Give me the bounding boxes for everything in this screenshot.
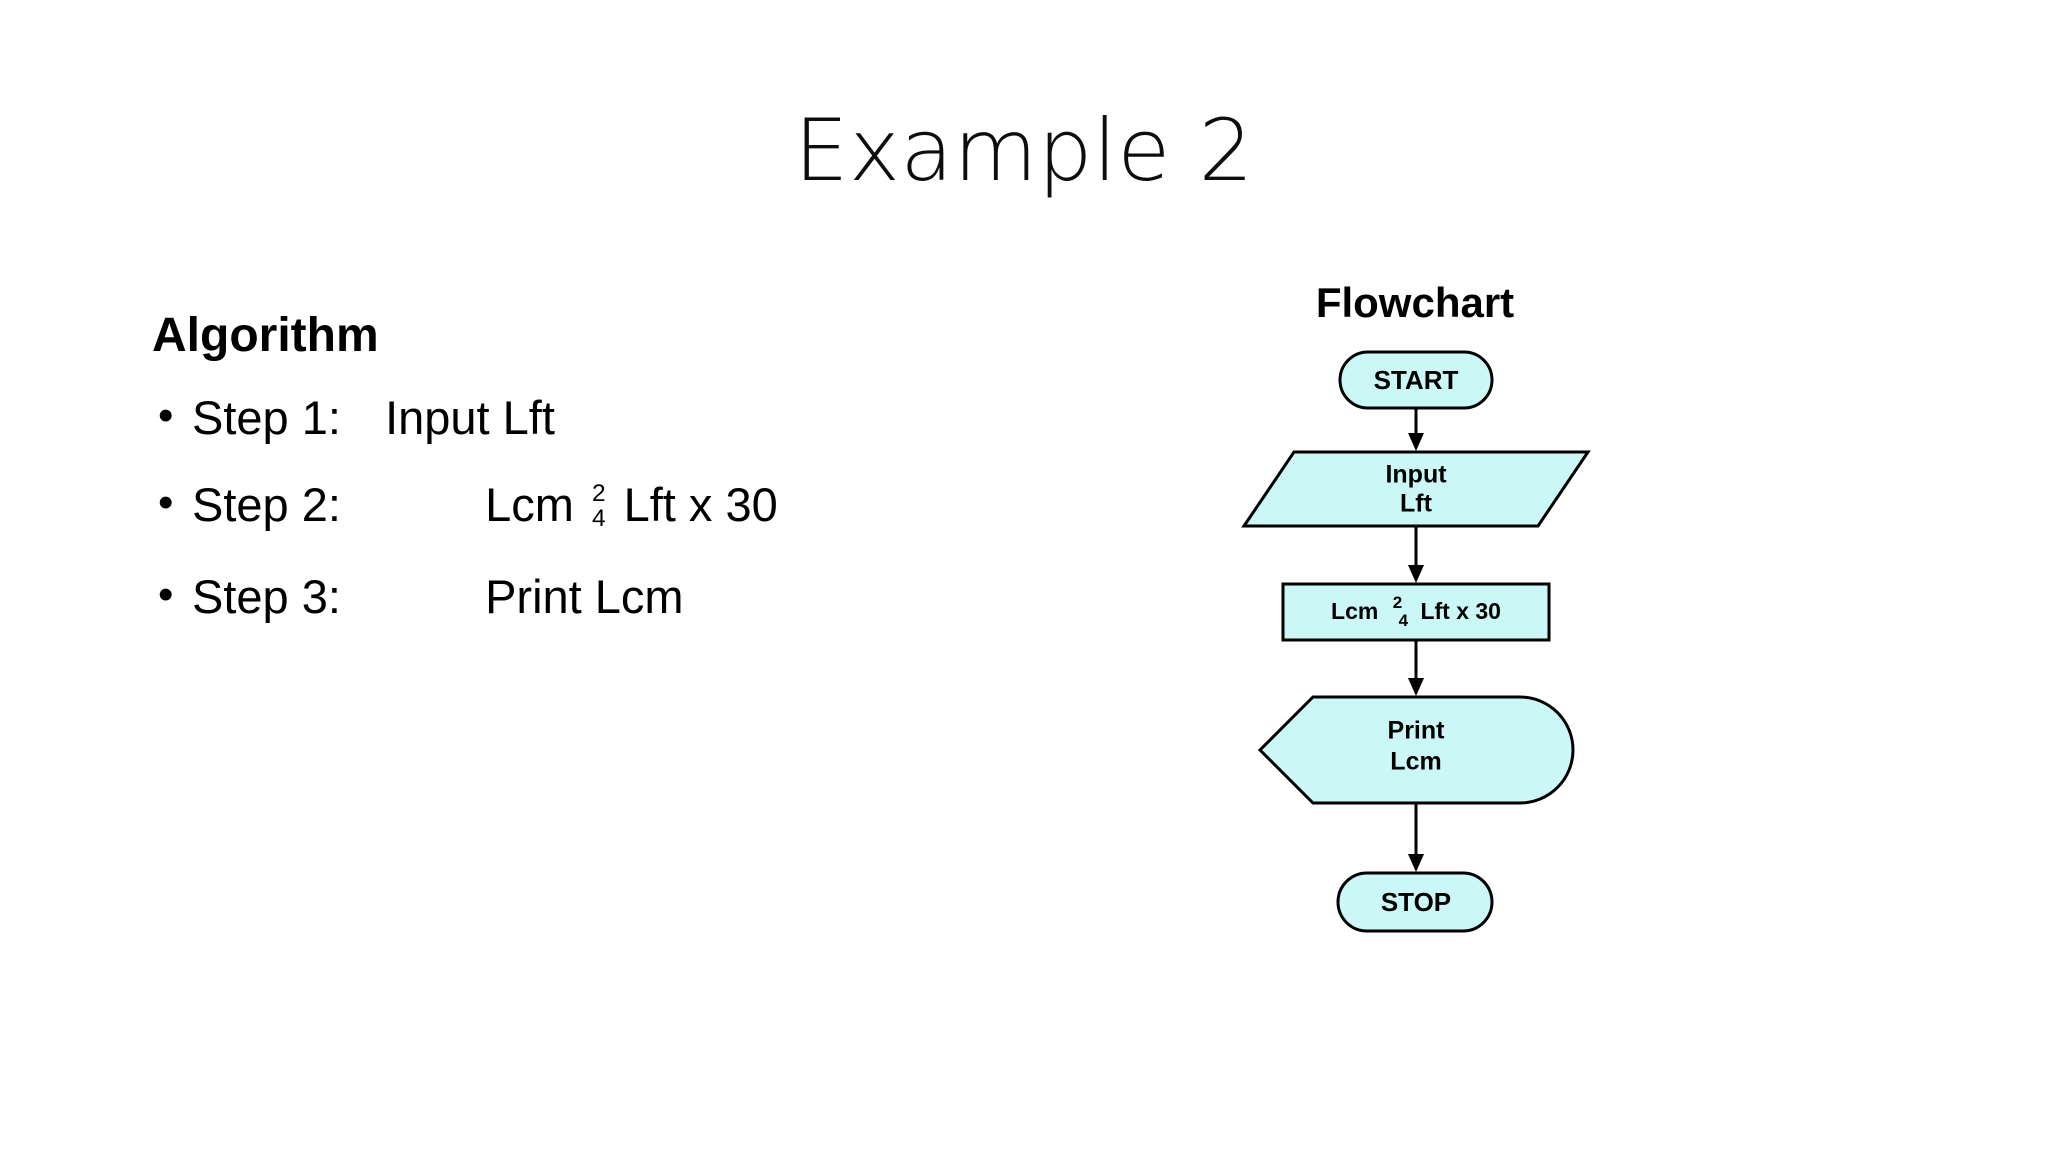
process-fraction-numerator: 2 <box>1393 593 1402 612</box>
flowchart-node-input: Input Lft <box>1241 450 1591 528</box>
step-label: Step 3: <box>192 570 341 624</box>
arrowhead-icon <box>1408 678 1424 696</box>
flowchart-diagram: START Input Lft <box>1180 338 1650 983</box>
step-body-after-fraction: Lft x 30 <box>623 478 778 531</box>
arrowhead-icon <box>1408 433 1424 451</box>
fraction-numerator: 2 <box>591 480 606 508</box>
node-label-print-line2: Lcm <box>1390 748 1441 776</box>
rectangle-shape <box>1281 582 1551 642</box>
step-body-before-fraction: Lcm <box>485 478 574 531</box>
step-label: Step 1: <box>192 391 341 444</box>
bullet-icon: • <box>158 570 174 620</box>
flowchart-node-stop: STOP <box>1336 871 1494 933</box>
process-text-after-fraction: Lft x 30 <box>1420 598 1501 624</box>
connector-start-to-input <box>1408 408 1424 451</box>
bullet-icon: • <box>158 391 174 440</box>
step-body: Input Lft <box>385 391 555 444</box>
flowchart-svg: START Input Lft <box>1241 350 1591 933</box>
connector-process-to-print <box>1408 640 1424 696</box>
step-label: Step 2: <box>192 478 341 531</box>
flowchart-node-start: START <box>1338 350 1494 410</box>
flowchart-node-process: Lcm 2 4 Lft x 30 <box>1281 582 1551 642</box>
node-label-process: Lcm 2 4 Lft x 30 <box>1331 589 1501 633</box>
algorithm-section: Algorithm • Step 1: Input Lft • Step 2: … <box>152 312 982 660</box>
flowchart-section: Flowchart START Input Lft <box>1180 282 1650 983</box>
parallelogram-shape <box>1241 450 1591 528</box>
node-label-input-line2: Lft <box>1400 490 1433 518</box>
list-item: • Step 2: Lcm 2 4 Lft x 30 <box>152 481 982 533</box>
flowchart-heading: Flowchart <box>1315 279 1515 326</box>
terminator-shape <box>1336 871 1494 933</box>
display-shape <box>1257 695 1575 805</box>
flowchart-node-print: Print Lcm <box>1257 695 1575 805</box>
page-title: Example 2 <box>794 101 1254 201</box>
list-item: • Step 3: Print Lcm <box>152 570 982 624</box>
connector-input-to-process <box>1408 526 1424 583</box>
fraction-two-fourths: 2 4 <box>591 480 606 532</box>
algorithm-heading: Algorithm <box>152 309 379 362</box>
step-body: Print Lcm <box>485 570 684 624</box>
bullet-icon: • <box>158 478 174 527</box>
node-label-input-line1: Input <box>1385 461 1447 489</box>
arrowhead-icon <box>1408 854 1424 872</box>
process-fraction-denominator: 4 <box>1399 611 1409 630</box>
arrowhead-icon <box>1408 565 1424 583</box>
algorithm-step-list: • Step 1: Input Lft • Step 2: Lcm 2 4 Lf… <box>152 391 982 624</box>
list-item: • Step 1: Input Lft <box>152 391 982 444</box>
connector-print-to-stop <box>1408 803 1424 872</box>
node-label-stop: STOP <box>1381 887 1451 917</box>
fraction-denominator: 4 <box>591 504 606 532</box>
process-text-before-fraction: Lcm <box>1331 598 1378 624</box>
node-label-print-line1: Print <box>1388 717 1446 745</box>
node-label-start: START <box>1374 365 1459 395</box>
